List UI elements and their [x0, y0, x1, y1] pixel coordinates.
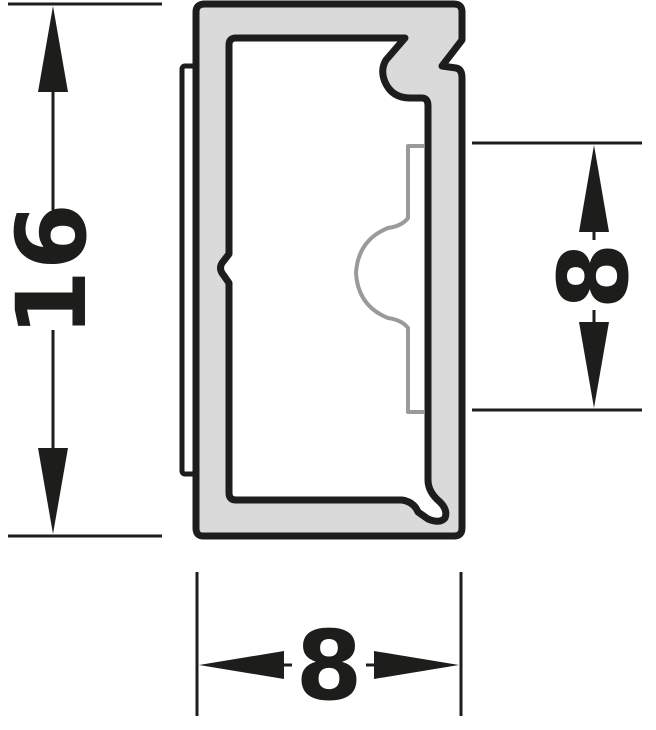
width-dimension: 8 — [195, 572, 463, 722]
width-arrow-left — [199, 651, 284, 679]
height-arrow-top — [38, 6, 68, 92]
width-label: 8 — [296, 610, 363, 722]
groove-label: 8 — [538, 243, 650, 310]
height-arrow-bottom — [38, 448, 68, 534]
profile-cross-section — [179, 0, 466, 540]
height-dimension: 16 — [0, 2, 162, 538]
height-label: 16 — [0, 203, 108, 337]
clip-hidden-outline — [354, 144, 424, 414]
groove-dimension: 8 — [472, 141, 650, 412]
groove-arrow-top — [579, 145, 609, 232]
groove-arrow-bottom — [579, 322, 609, 408]
width-arrow-right — [374, 651, 459, 679]
profile-inner-cavity — [217, 34, 450, 525]
